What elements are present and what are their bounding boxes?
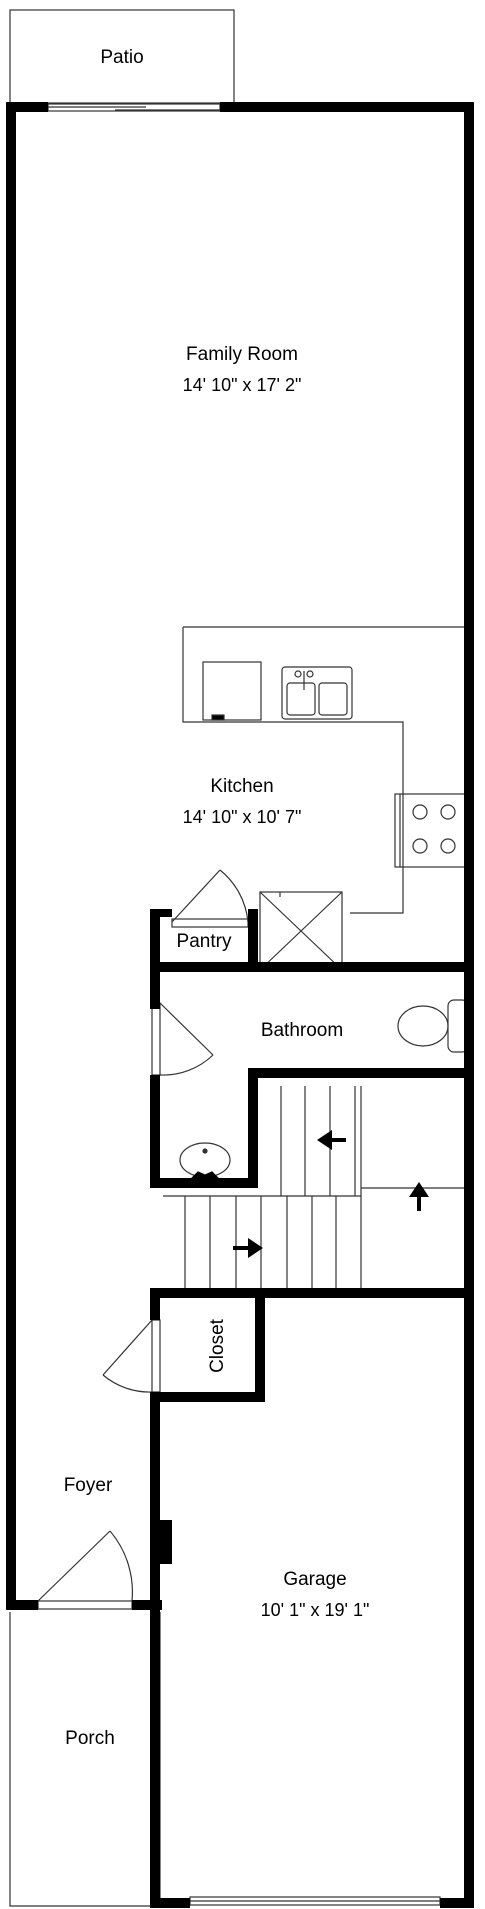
kitchen-label: Kitchen (210, 776, 273, 797)
garage-label: Garage (283, 1569, 346, 1590)
kitchen-counter (182, 626, 470, 914)
patio-door (47, 103, 221, 112)
refrigerator-icon (259, 891, 343, 971)
family-room-label: Family Room (186, 344, 298, 365)
stairs-lower (163, 1195, 468, 1297)
patio-outline (9, 9, 235, 104)
sink-icon (179, 1142, 231, 1181)
stairs-upper (280, 1086, 468, 1296)
kitchen-dimensions: 14' 10" x 10' 7" (183, 807, 302, 827)
front-door (37, 1530, 134, 1610)
stair-arrow-right-icon (233, 1238, 263, 1258)
family-room-dimensions: 14' 10" x 17' 2" (183, 375, 302, 395)
toilet-icon (397, 999, 469, 1053)
stair-arrow-left-icon (317, 1130, 346, 1150)
closet-label: Closet (207, 1318, 228, 1373)
stove-icon (394, 793, 469, 868)
garage-dimensions: 10' 1" x 19' 1" (261, 1600, 370, 1620)
closet-door (102, 1319, 161, 1393)
porch-outline (9, 1612, 161, 1907)
patio-label: Patio (100, 47, 143, 68)
walls (6, 102, 474, 1908)
double-sink-icon (281, 666, 353, 720)
dishwasher-icon (202, 661, 262, 721)
pantry-door (171, 869, 249, 928)
porch-label: Porch (65, 1728, 115, 1749)
stair-arrow-up-icon (409, 1182, 429, 1211)
bathroom-label: Bathroom (261, 1020, 343, 1041)
foyer-label: Foyer (64, 1475, 113, 1496)
pantry-label: Pantry (177, 931, 232, 952)
bathroom-door (151, 1002, 214, 1076)
garage-door (189, 1896, 441, 1906)
